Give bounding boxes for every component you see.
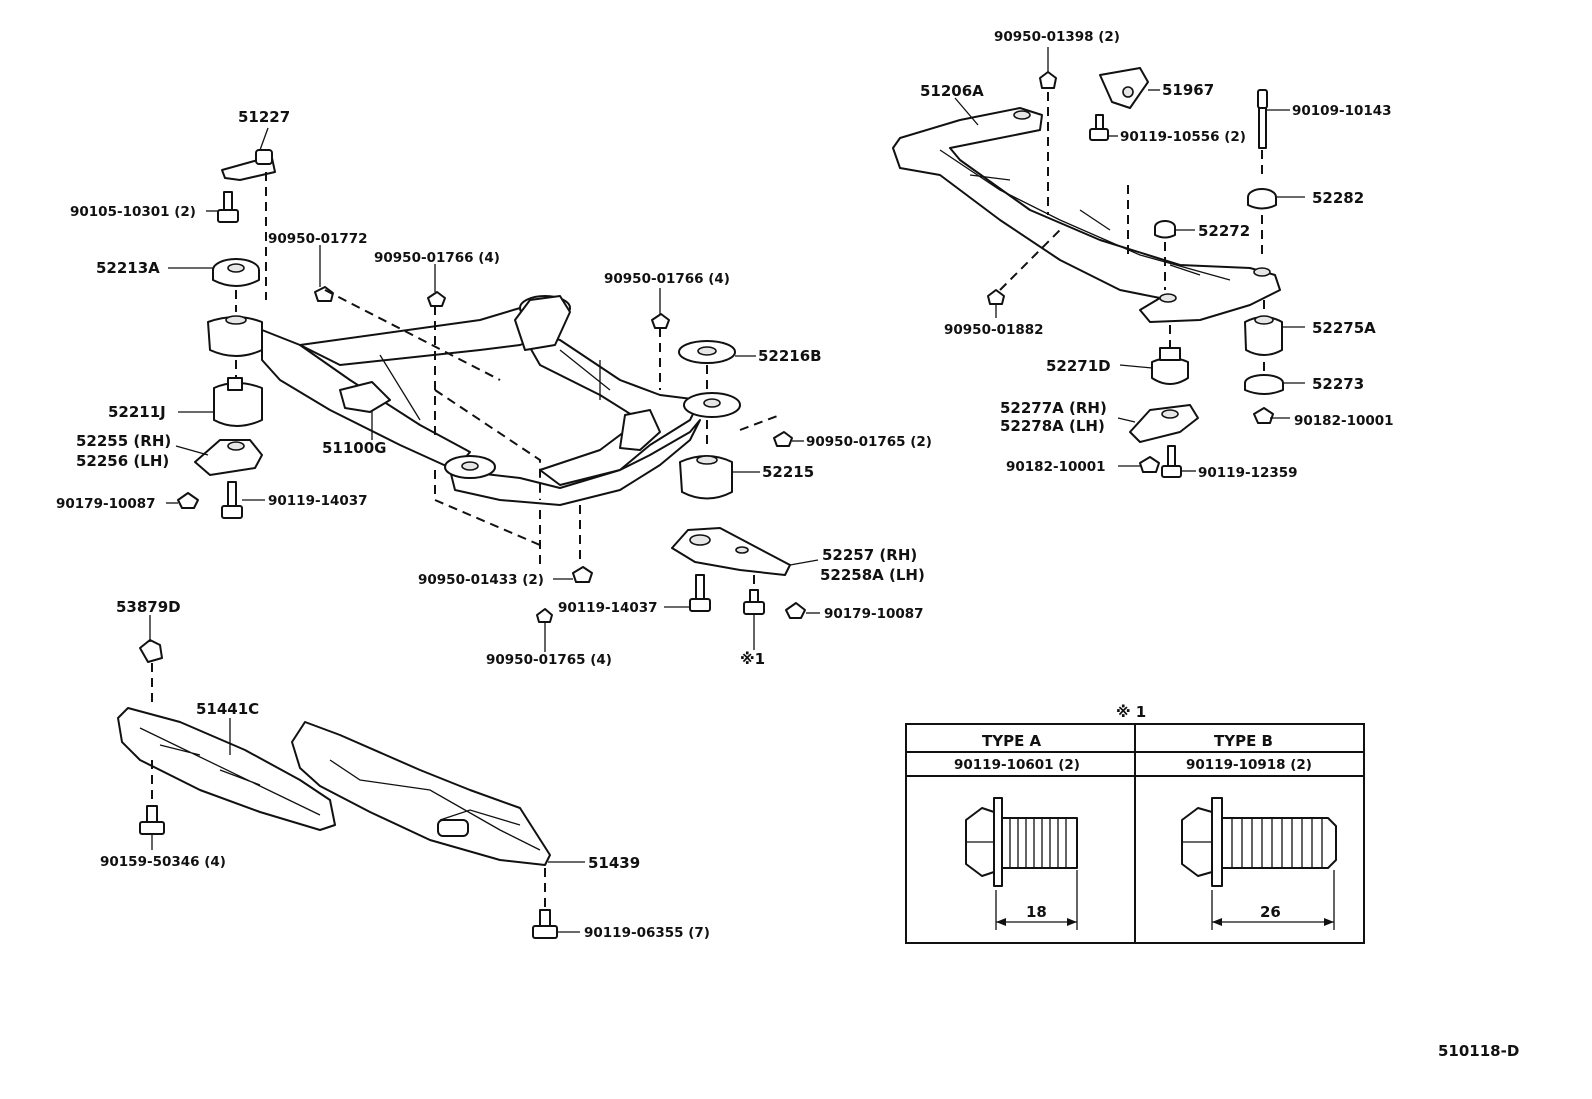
label-90179-10087-right: 90179-10087 (824, 606, 924, 622)
label-90119-12359: 90119-12359 (1198, 465, 1298, 481)
label-52272: 52272 (1198, 222, 1250, 240)
table-title: ※ 1 (1116, 703, 1146, 721)
label-52215: 52215 (762, 463, 814, 481)
label-53879d: 53879D (116, 598, 181, 616)
rear-suspension-member (892, 67, 1284, 478)
label-90105-10301: 90105-10301 (2) (70, 204, 196, 220)
label-52275a: 52275A (1312, 319, 1376, 337)
label-52216b: 52216B (758, 347, 822, 365)
label-51439: 51439 (588, 854, 640, 872)
right-mount-parts (671, 340, 806, 619)
table-header-type-b: TYPE B (1214, 732, 1273, 750)
label-90179-10087-left: 90179-10087 (56, 496, 156, 512)
center-nuts (314, 286, 793, 623)
label-90119-10556: 90119-10556 (2) (1120, 129, 1246, 145)
label-90182-10001-right: 90182-10001 (1294, 413, 1394, 429)
label-90950-01765-2: 90950-01765 (2) (806, 434, 932, 450)
label-note-1: ※1 (740, 650, 765, 668)
note-1-table: ※ 1 TYPE A TYPE B 90119-10601 (2) 90119-… (905, 703, 1365, 944)
label-52277a: 52277A (RH) (1000, 399, 1107, 417)
label-51227: 51227 (238, 108, 290, 126)
bolt-type-b-illustration (1181, 797, 1337, 930)
label-51206a: 51206A (920, 82, 984, 100)
diagram-code: 510118-D (1438, 1042, 1519, 1060)
bolt-type-a-illustration (965, 797, 1078, 930)
label-90119-14037-left: 90119-14037 (268, 493, 368, 509)
label-52258a: 52258A (LH) (820, 566, 925, 584)
label-52271d: 52271D (1046, 357, 1111, 375)
label-52255: 52255 (RH) (76, 432, 171, 450)
label-90950-01433: 90950-01433 (2) (418, 572, 544, 588)
label-90159-50346: 90159-50346 (4) (100, 854, 226, 870)
label-52257: 52257 (RH) (822, 546, 917, 564)
leader-lines (149, 47, 1305, 933)
front-suspension-crossmember (261, 295, 741, 506)
label-90109-10143: 90109-10143 (1292, 103, 1392, 119)
label-52273: 52273 (1312, 375, 1364, 393)
label-90950-01398: 90950-01398 (2) (994, 29, 1120, 45)
label-52256: 52256 (LH) (76, 452, 169, 470)
label-90950-01765-4: 90950-01765 (4) (486, 652, 612, 668)
table-dim-type-a: 18 (1026, 903, 1047, 921)
label-51441c: 51441C (196, 700, 259, 718)
label-52213a: 52213A (96, 259, 160, 277)
label-52211j: 52211J (108, 403, 166, 421)
label-90182-10001-left: 90182-10001 (1006, 459, 1106, 475)
table-part-type-b: 90119-10918 (2) (1186, 757, 1312, 773)
part-labels: 51227 90105-10301 (2) 90950-01772 52213A… (56, 29, 1394, 941)
label-90119-14037-right: 90119-14037 (558, 600, 658, 616)
label-90950-01766-right: 90950-01766 (4) (604, 271, 730, 287)
table-part-type-a: 90119-10601 (2) (954, 757, 1080, 773)
label-51967: 51967 (1162, 81, 1214, 99)
left-mount-parts (177, 149, 276, 519)
table-header-type-a: TYPE A (982, 732, 1042, 750)
table-dim-type-b: 26 (1260, 903, 1281, 921)
label-90950-01766-left: 90950-01766 (4) (374, 250, 500, 266)
label-90950-01882: 90950-01882 (944, 322, 1044, 338)
label-52282: 52282 (1312, 189, 1364, 207)
label-90950-01772: 90950-01772 (268, 231, 368, 247)
label-52278a: 52278A (LH) (1000, 417, 1105, 435)
label-90119-06355: 90119-06355 (7) (584, 925, 710, 941)
engine-under-covers (117, 639, 558, 939)
label-51100g: 51100G (322, 439, 387, 457)
